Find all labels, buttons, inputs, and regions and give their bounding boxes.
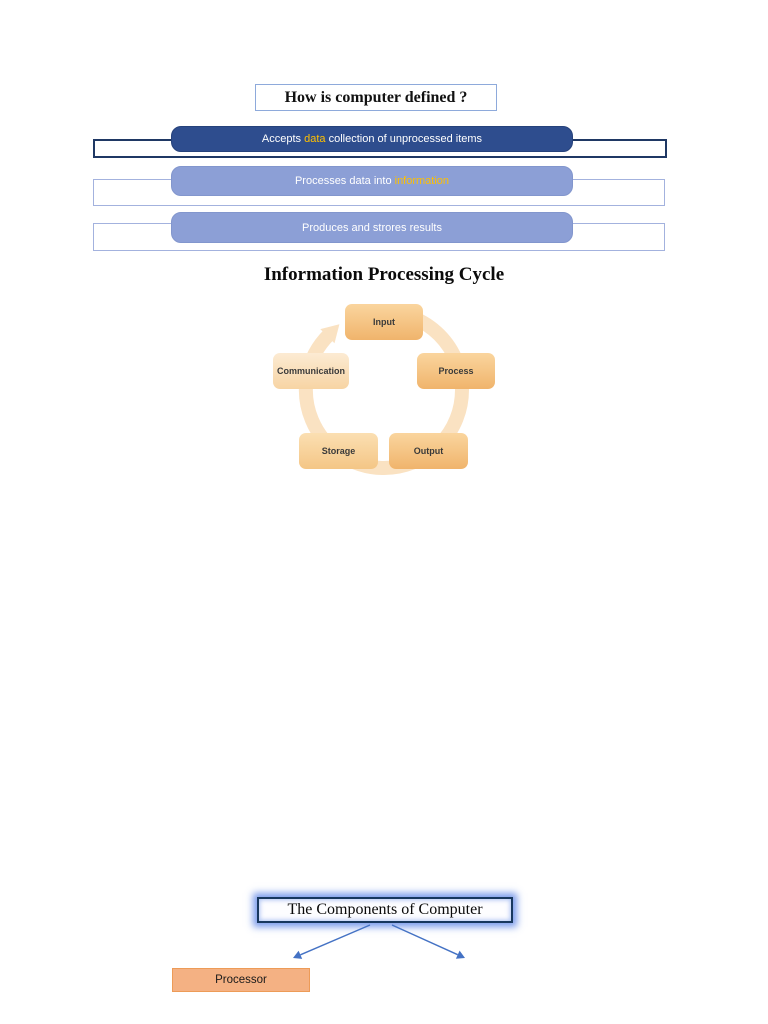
cycle-node-communication: Communication (273, 353, 349, 389)
branch-arrows-icon (293, 924, 465, 959)
processor-box: Processor (172, 968, 310, 992)
bar-text: collection of unprocessed items (325, 133, 483, 145)
bar-text: Accepts (261, 133, 305, 145)
cycle-node-output: Output (389, 433, 468, 469)
bar-text: Processes data into (294, 175, 395, 187)
components-title-box: The Components of Computer (257, 897, 513, 923)
cycle-node-storage: Storage (299, 433, 378, 469)
cycle-node-process: Process (417, 353, 495, 389)
cycle-node-input: Input (345, 304, 423, 340)
definition-bar-processes-data: Processes data into information (171, 166, 573, 196)
bar-text-highlight: information (394, 175, 450, 187)
bar-text-highlight: data (304, 133, 326, 145)
definition-title-box: How is computer defined ? (255, 84, 497, 111)
definition-bar-accepts-data: Accepts data collection of unprocessed i… (171, 126, 573, 152)
bar-text: Produces and strores results (301, 221, 442, 234)
information-processing-cycle-diagram: Input Process Output Storage Communicati… (264, 290, 504, 490)
definition-bar-produces-results: Produces and strores results (171, 212, 573, 243)
cycle-heading: Information Processing Cycle (263, 264, 505, 285)
